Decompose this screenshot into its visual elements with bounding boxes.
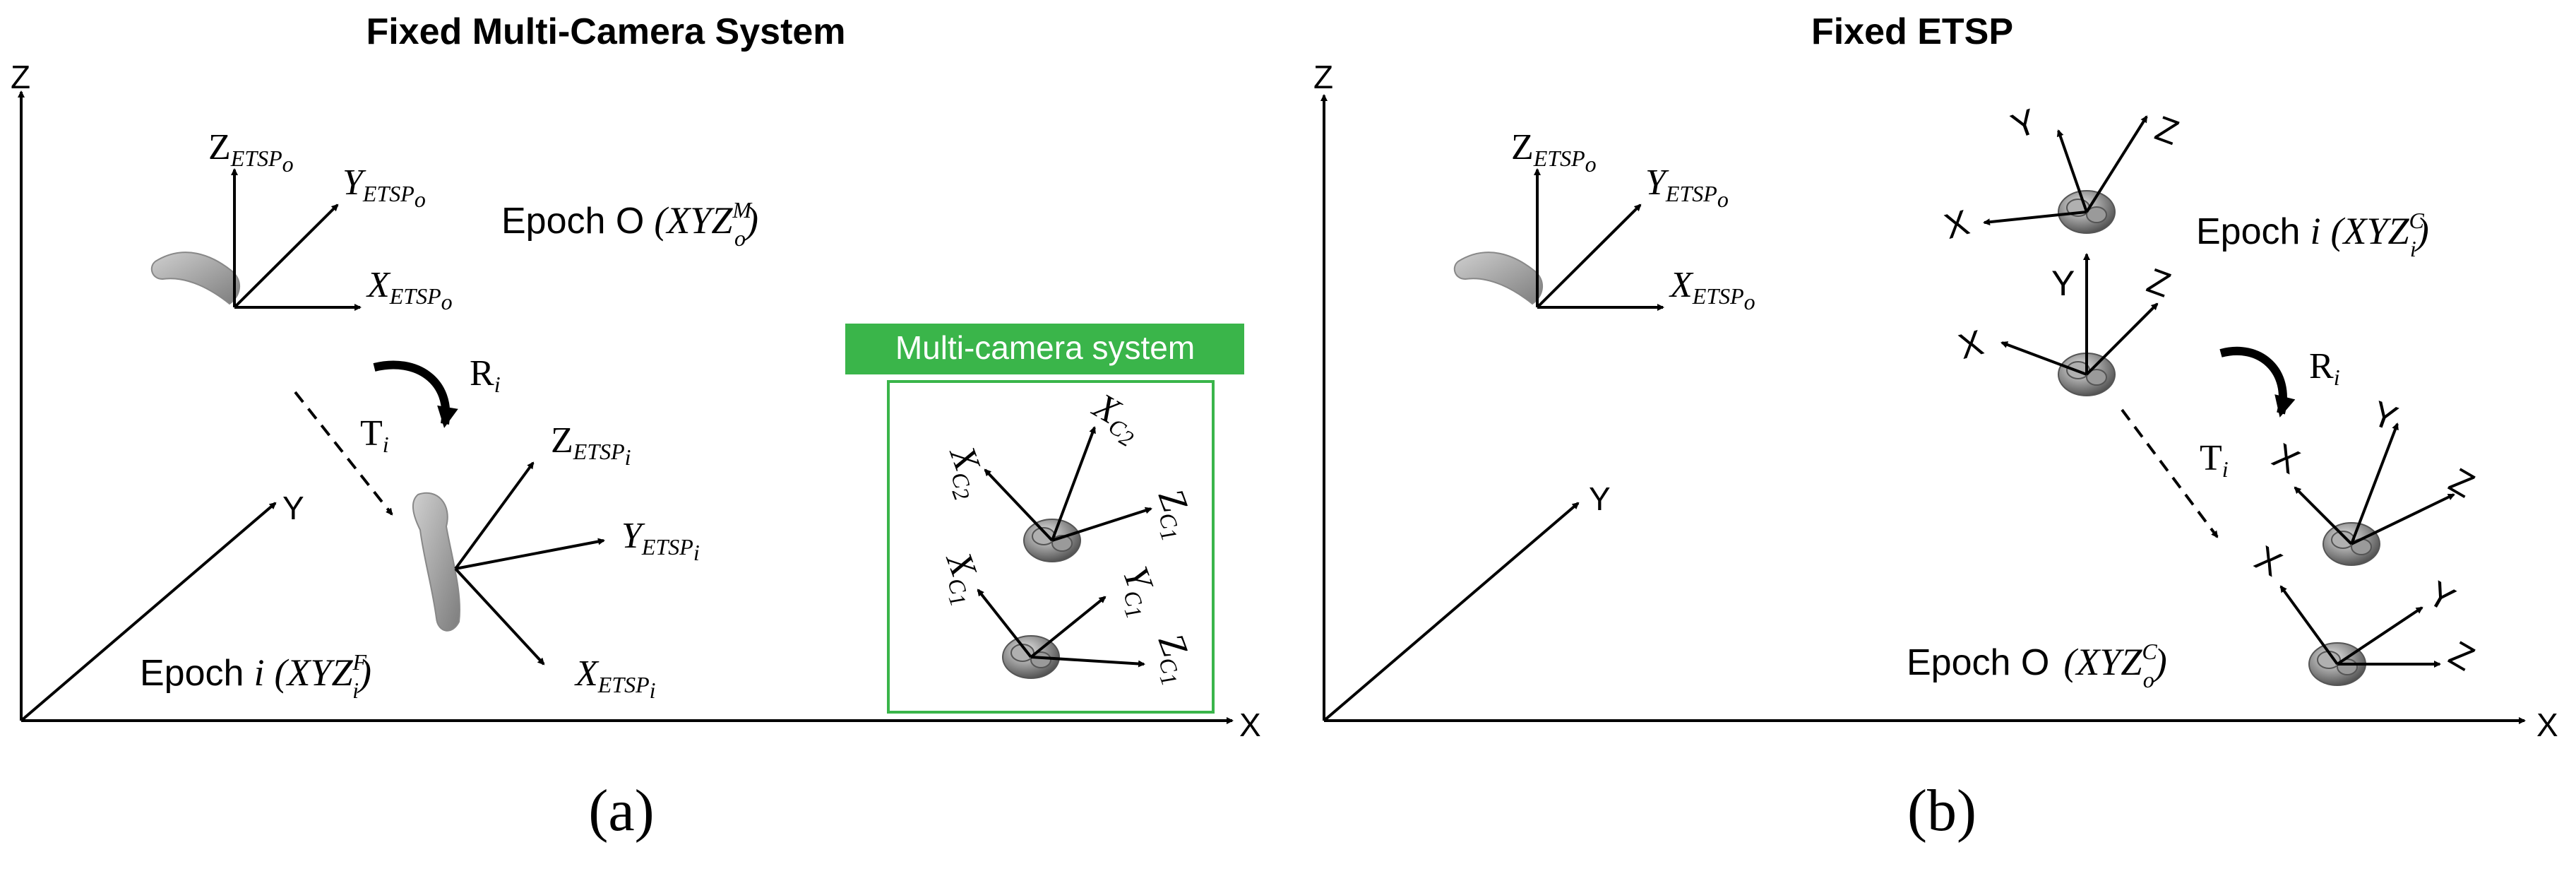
x-c1-arrow [977,589,1032,658]
y-etsp-i-arrow [455,538,605,570]
cam-y-label: Y [2367,394,2403,439]
y-c1-label: YC1 [1107,562,1169,622]
rotation-label: Ri [2309,346,2340,390]
x-c1-label: XC1 [931,546,993,610]
z-c1-arrow-b [1030,656,1145,668]
x-c2-label-b: XC2 [1082,385,1150,451]
y-etsp-i-label: YETSPi [621,516,700,565]
cam-x-label: X [2248,538,2289,584]
camera-rig-epoch-i: Y Z X Y Z X [1940,101,2184,396]
rotation-label: Ri [470,353,501,397]
cam-y-arrow [2056,129,2088,213]
x-c2-arrow-b [1051,426,1096,541]
z-etsp-i-arrow [454,461,535,570]
cam-x-arrow [2279,585,2339,666]
multi-camera-inset: Multi-camera system XC2 XC2 ZC1 XC1 YC1 … [845,324,1244,714]
z-etsp-i-label: ZETSPi [551,420,631,470]
y-etsp-o-label: YETSPo [1645,162,1729,212]
cam-z-label: Z [2443,634,2481,679]
camera-rig-epoch-0: X Y Z X Y Z [2248,394,2481,686]
x-etsp-o-label: XETSPo [366,265,453,314]
panel-a: Fixed Multi-Camera System Z X Y ZETSPo Y… [11,11,1261,844]
y-etsp-o-arrow [233,203,339,309]
multi-camera-badge [845,324,1244,374]
z-axis-label: Z [11,59,30,95]
cam-z-arrow [2351,493,2455,545]
y-etsp-o-arrow [1536,203,1642,309]
y-axis [1323,502,1580,722]
cam-z-label: Z [2142,261,2176,305]
z-c1-label-a: ZC1 [1143,484,1204,545]
etsp-body-icon [412,492,460,632]
x-etsp-i-label: XETSPi [574,654,656,703]
cam-y-arrow [2336,606,2423,666]
cam-x-arrow [2294,486,2353,545]
panel-b-title: Fixed ETSP [1811,11,2013,52]
x-etsp-o-label: XETSPo [1669,265,1755,314]
cam-y-label: Y [2006,101,2042,146]
panel-b-world-axes: Z X Y [1313,59,2558,743]
rotation-arrow [373,360,458,428]
translation-label: Ti [360,413,389,457]
z-etsp-o-label: ZETSPo [208,127,294,177]
cam-z-arrow [2085,302,2159,376]
panel-b-caption: (b) [1907,778,1976,844]
cam-x-label: X [1940,202,1974,247]
cam-x-label: X [1955,322,1988,367]
z-c1-arrow-a [1051,507,1152,542]
etsp-fixed: ZETSPo YETSPo XETSPo [1453,127,1755,314]
cam-x-arrow [2000,341,2087,376]
z-c1-label-b: ZC1 [1143,629,1204,690]
panel-b: Fixed ETSP Z X Y ZETSPo YETSPo XETSPo Y … [1313,11,2558,844]
x-etsp-i-arrow [454,567,545,666]
z-axis-label: Z [1313,59,1333,95]
translation-arrow [294,391,393,516]
y-axis [20,502,277,722]
etsp-body-icon [150,252,240,305]
panel-a-caption: (a) [588,778,654,844]
multi-camera-badge-label: Multi-camera system [895,329,1195,366]
y-axis-label: Y [282,490,304,526]
x-axis-label: X [2536,707,2558,743]
x-c2-arrow-a [984,468,1054,542]
y-axis-label: Y [1589,480,1611,517]
translation-arrow [2121,408,2219,538]
etsp-epoch-0: ZETSPo YETSPo XETSPo [150,127,453,314]
y-c1-arrow [1030,596,1107,658]
x-axis-label: X [1239,707,1261,743]
etsp-epoch-i: ZETSPi YETSPi XETSPi [412,420,700,703]
multi-camera-box [887,380,1215,714]
cam-y-label: Y [2421,574,2462,620]
cam-z-label: Z [2150,108,2184,153]
panel-a-title: Fixed Multi-Camera System [366,11,845,52]
cam-x-label: X [2266,436,2306,482]
translation-label: Ti [2200,438,2229,482]
rotation-arrow [2219,346,2296,418]
cam-x-arrow [1983,211,2087,226]
cam-y-label: Y [2051,264,2075,303]
cam-z-arrow [2085,115,2148,213]
etsp-body-icon [1453,252,1543,305]
y-etsp-o-label: YETSPo [342,162,426,212]
panel-a-world-axes: Z X Y [11,59,1261,743]
z-etsp-o-label: ZETSPo [1511,127,1597,177]
cam-y-arrow [2350,422,2399,545]
